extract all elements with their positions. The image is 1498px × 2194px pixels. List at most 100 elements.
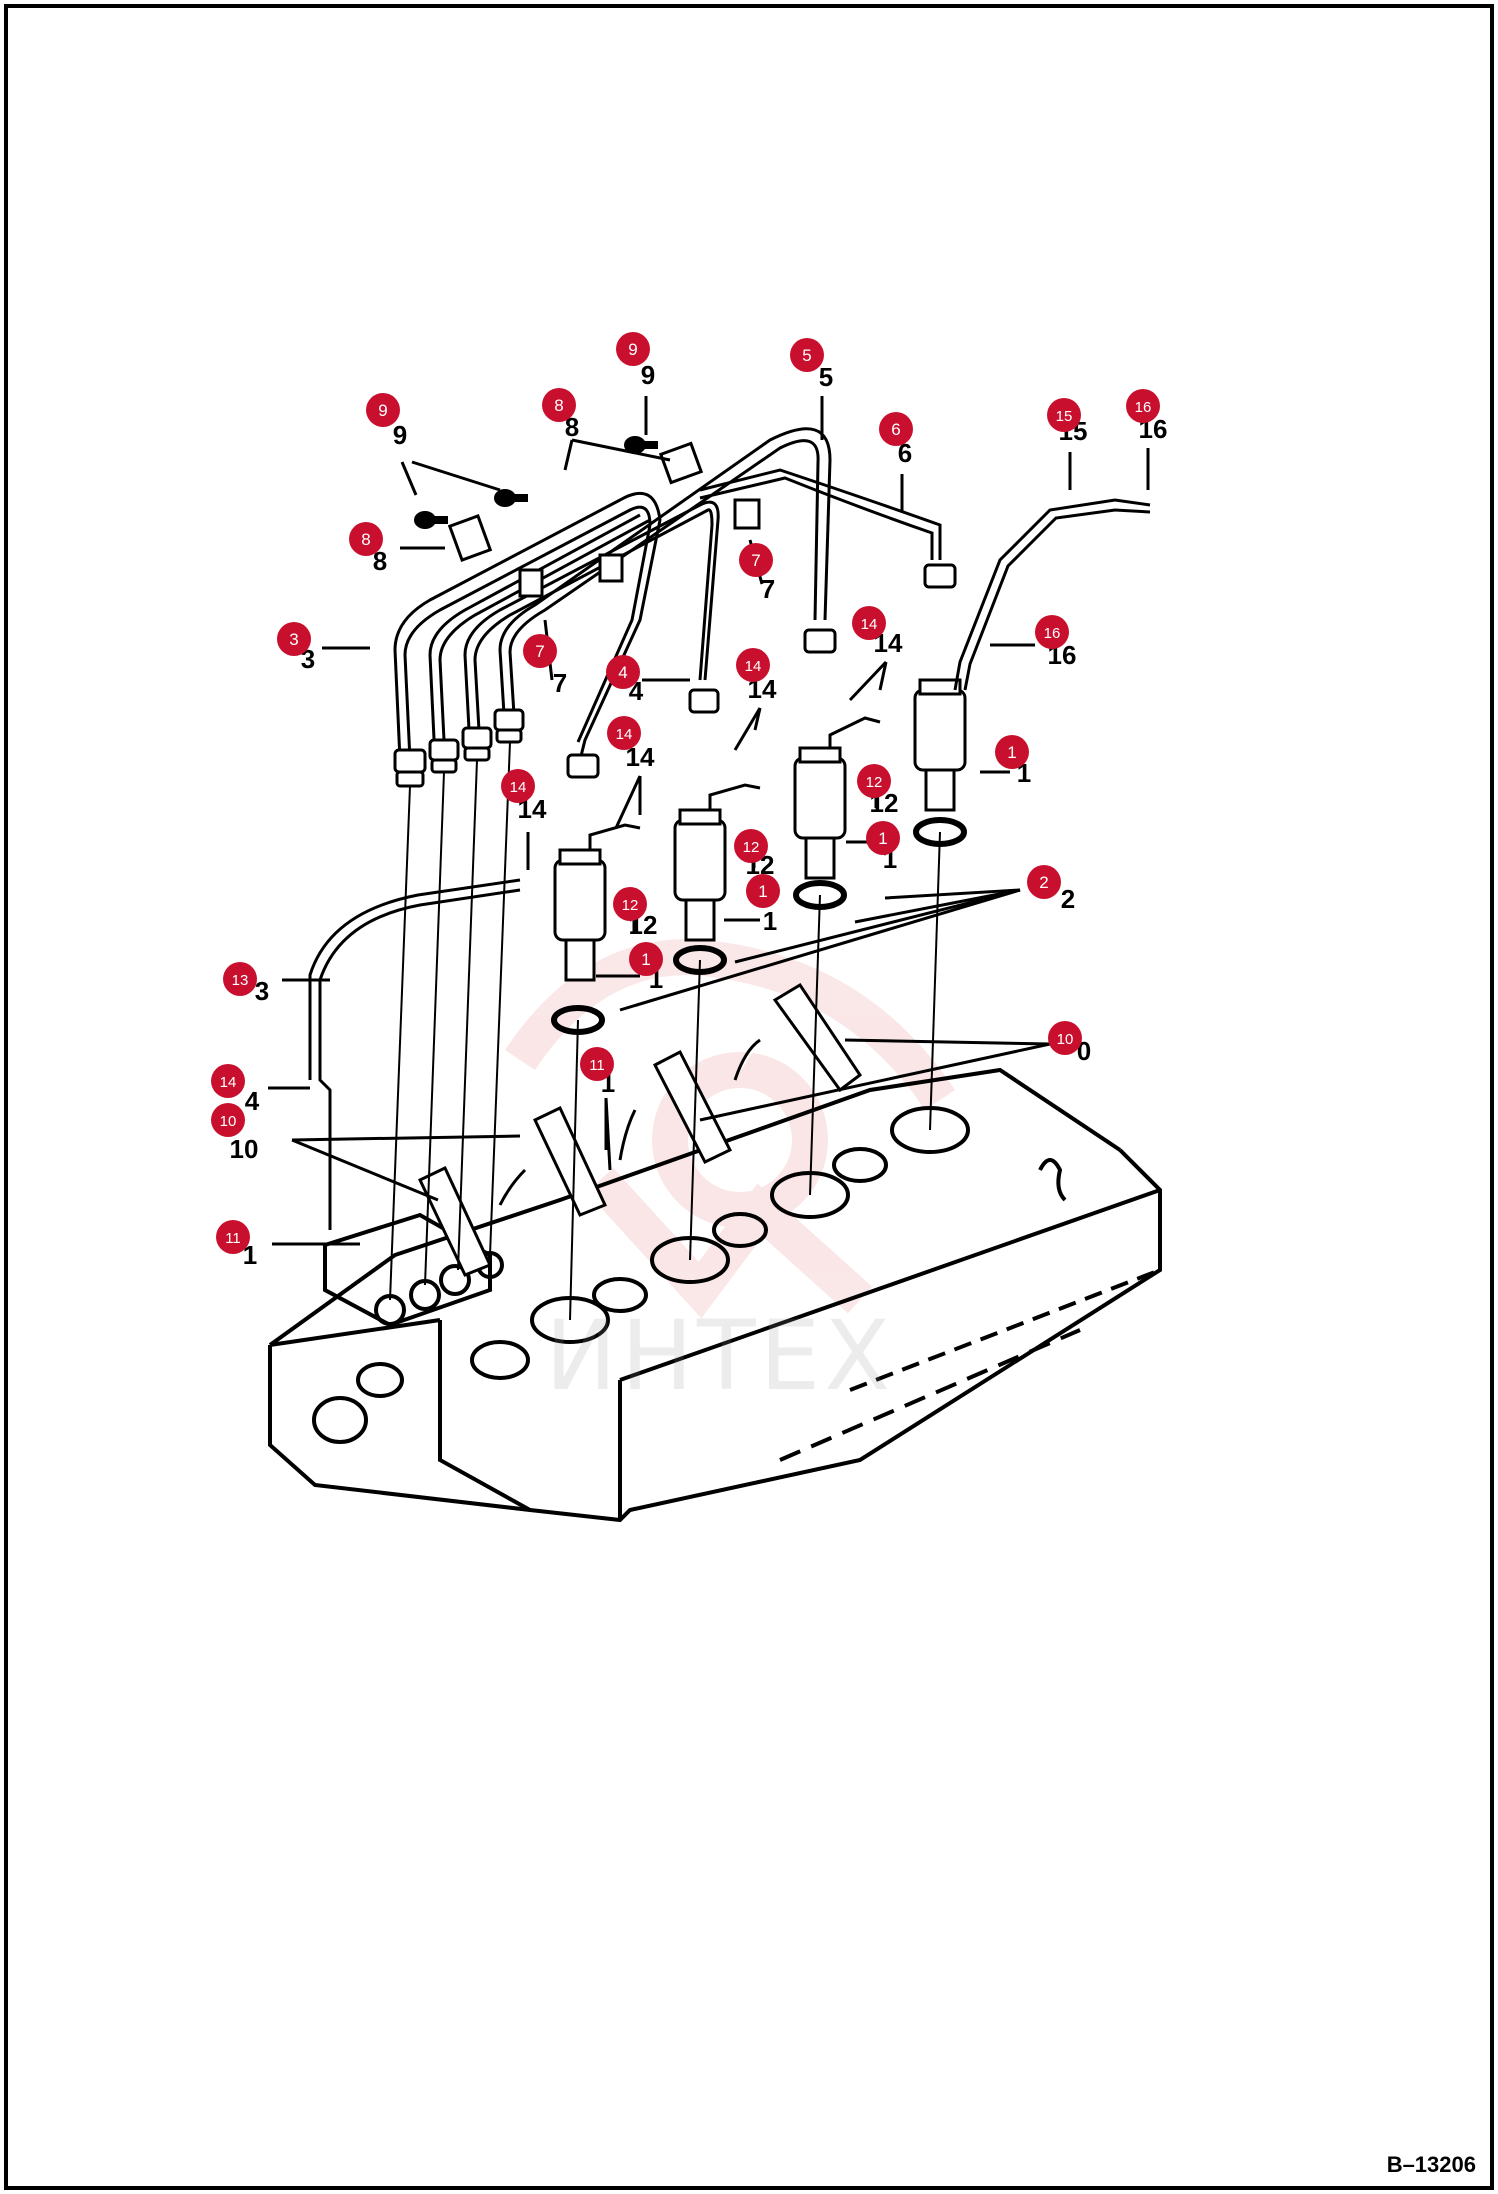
callout-circle xyxy=(542,388,576,422)
callout-c3[interactable]: 3 xyxy=(277,622,311,656)
assembly-lines xyxy=(389,741,941,1321)
callout-c14e[interactable]: 14 xyxy=(211,1064,245,1098)
callout-c8a[interactable]: 8 xyxy=(542,388,576,422)
callout-number: 1 xyxy=(641,950,650,969)
callout-number: 9 xyxy=(378,401,387,420)
callout-c1c[interactable]: 1 xyxy=(746,874,780,908)
callout-c14a[interactable]: 14 xyxy=(852,606,886,640)
part-label-l7a: 7 xyxy=(761,574,775,604)
callout-circle xyxy=(739,543,773,577)
pipe-nuts xyxy=(393,563,957,788)
callout-number: 16 xyxy=(1044,625,1061,642)
callout-number: 11 xyxy=(225,1230,241,1247)
callout-number: 8 xyxy=(554,396,563,415)
callout-number: 6 xyxy=(891,420,900,439)
callout-circle xyxy=(734,829,768,863)
callout-c4[interactable]: 4 xyxy=(606,655,640,689)
injection-pipes xyxy=(393,427,942,761)
callout-c11b[interactable]: 11 xyxy=(216,1220,250,1254)
callout-circle xyxy=(613,887,647,921)
callout-number: 1 xyxy=(1007,743,1016,762)
clamps xyxy=(447,441,761,598)
part-label-l11b: 1 xyxy=(243,1240,257,1270)
callout-c14d[interactable]: 14 xyxy=(501,769,535,803)
callout-c1d[interactable]: 1 xyxy=(629,942,663,976)
diagram-border xyxy=(4,4,1494,2190)
callout-number: 16 xyxy=(1135,399,1152,416)
leader-line xyxy=(848,660,888,702)
leader-line xyxy=(411,460,501,492)
callout-c14b[interactable]: 14 xyxy=(736,648,770,682)
injectors xyxy=(553,678,967,982)
figure-id: B–13206 xyxy=(1386,2152,1476,2177)
leader-line xyxy=(878,661,888,691)
callout-c12a[interactable]: 12 xyxy=(857,764,891,798)
callout-c1a[interactable]: 1 xyxy=(995,735,1029,769)
callout-c8b[interactable]: 8 xyxy=(349,522,383,556)
callout-circle xyxy=(1048,1021,1082,1055)
callout-c10a[interactable]: 10 xyxy=(1048,1021,1082,1055)
callout-badges: 9988561516773414141414141611111212122131… xyxy=(211,332,1160,1254)
leader-line xyxy=(604,1097,612,1171)
callout-c7b[interactable]: 7 xyxy=(523,634,557,668)
callout-circle xyxy=(1126,389,1160,423)
part-label-l9a: 9 xyxy=(393,420,407,450)
callout-c13[interactable]: 13 xyxy=(223,962,257,996)
callout-circle xyxy=(1047,398,1081,432)
leader-line xyxy=(734,888,1021,964)
callout-c1b[interactable]: 1 xyxy=(866,821,900,855)
part-label-l10b: 10 xyxy=(230,1134,259,1164)
callout-c5[interactable]: 5 xyxy=(790,338,824,372)
callout-number: 4 xyxy=(618,663,627,682)
leader-line xyxy=(884,888,1021,900)
callout-circle xyxy=(580,1047,614,1081)
bolts xyxy=(414,436,658,529)
leader-line xyxy=(733,707,762,751)
callout-c11a[interactable]: 11 xyxy=(580,1047,614,1081)
part-label-l6: 6 xyxy=(898,438,912,468)
part-label-l7b: 7 xyxy=(553,668,567,698)
callout-c16a[interactable]: 16 xyxy=(1126,389,1160,423)
leader-line xyxy=(614,775,642,829)
callout-number: 12 xyxy=(743,839,760,856)
callout-number: 8 xyxy=(361,530,370,549)
leader-line xyxy=(400,461,418,496)
callout-c6[interactable]: 6 xyxy=(879,412,913,446)
callout-circle xyxy=(616,332,650,366)
callout-circle xyxy=(790,338,824,372)
callout-number: 12 xyxy=(622,897,639,914)
callout-c12b[interactable]: 12 xyxy=(734,829,768,863)
callout-c7a[interactable]: 7 xyxy=(739,543,773,577)
callout-circle xyxy=(879,412,913,446)
callout-circle xyxy=(1035,615,1069,649)
callout-c9b[interactable]: 9 xyxy=(616,332,650,366)
part-label-l13: 3 xyxy=(255,976,269,1006)
callout-c2[interactable]: 2 xyxy=(1027,865,1061,899)
callout-c16b[interactable]: 16 xyxy=(1035,615,1069,649)
callout-number: 14 xyxy=(616,726,633,743)
callout-number: 7 xyxy=(535,642,544,661)
callout-circle xyxy=(746,874,780,908)
callout-c9a[interactable]: 9 xyxy=(366,393,400,427)
callout-circle xyxy=(349,522,383,556)
callout-number: 11 xyxy=(589,1057,605,1074)
callout-c14c[interactable]: 14 xyxy=(607,716,641,750)
callout-circle xyxy=(852,606,886,640)
part-label-l2: 2 xyxy=(1061,884,1075,914)
callout-number: 14 xyxy=(220,1074,237,1091)
callout-c12c[interactable]: 12 xyxy=(613,887,647,921)
callout-c15[interactable]: 15 xyxy=(1047,398,1081,432)
glow-plugs xyxy=(418,982,863,1277)
callout-circle xyxy=(1027,865,1061,899)
callout-number: 1 xyxy=(878,829,887,848)
callout-circle xyxy=(277,622,311,656)
leader-line xyxy=(563,439,574,471)
callout-number: 14 xyxy=(510,779,527,796)
leak-off-pipes xyxy=(308,498,1151,1230)
watermark-text: ИНТЕХ xyxy=(545,1300,895,1412)
callout-c10b[interactable]: 10 xyxy=(211,1103,245,1137)
callout-number: 14 xyxy=(745,658,762,675)
part-label-l8b: 8 xyxy=(373,546,387,576)
callout-number: 10 xyxy=(220,1113,237,1130)
callout-number: 10 xyxy=(1057,1031,1074,1048)
